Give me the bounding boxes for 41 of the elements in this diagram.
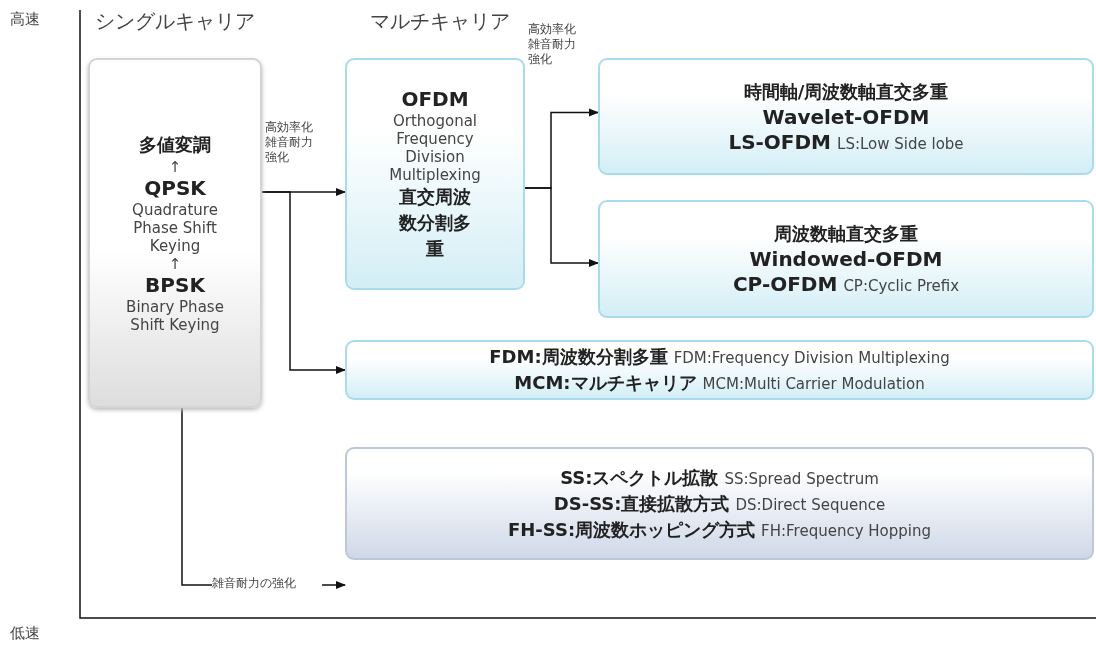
description-text: SS:Spread Spectrum: [724, 469, 879, 488]
up-arrow-text: ↑: [168, 158, 182, 176]
axis-label: 高速: [10, 10, 40, 29]
method-box: [598, 58, 1094, 175]
method-box: [598, 200, 1094, 318]
method-name: CP-OFDM: [732, 272, 838, 297]
column-heading: シングルキャリア: [95, 8, 255, 35]
method-box: [88, 58, 262, 408]
method-name: QPSK: [144, 176, 206, 201]
method-name: Wavelet-OFDM: [762, 104, 930, 130]
arrow: [261, 191, 346, 374]
description-text: FDM:Frequency Division Multiplexing: [673, 349, 950, 367]
method-name: FH-SS:周波数ホッピング方式: [507, 517, 756, 542]
method-name: 直交周波数分割多重: [398, 184, 472, 261]
method-name: BPSK: [145, 273, 205, 298]
method-name: Windowed-OFDM: [749, 247, 943, 272]
method-name: DS-SS:直接拡散方式: [553, 491, 730, 516]
method-name: OFDM: [401, 86, 469, 112]
method-name: FDM:周波数分割多重: [489, 345, 668, 369]
method-box: [345, 340, 1094, 400]
method-name: 時間軸/周波数軸直交多重: [743, 79, 949, 104]
method-box: [345, 58, 525, 290]
description-text: Binary Phase Shift Keying: [125, 298, 225, 334]
method-name: 周波数軸直交多重: [774, 222, 918, 246]
description-text: FH:Frequency Hopping: [761, 521, 932, 540]
up-arrow-text: ↑: [168, 255, 182, 273]
method-name: MCM:マルチキャリア: [514, 371, 697, 395]
method-name: SS:スペクトル拡散: [560, 465, 719, 490]
description-text: DS:Direct Sequence: [735, 495, 886, 514]
axis-label: 低速: [10, 624, 40, 643]
column-heading: マルチキャリア: [370, 8, 510, 35]
method-name: 多値変調: [139, 133, 211, 157]
description-text: Orthogonal Frequency Division Multiplexing: [388, 111, 482, 184]
edge-label: 雑音耐力の強化: [212, 576, 322, 591]
spread-spectrum-box: [345, 447, 1094, 560]
method-name: LS-OFDM: [728, 129, 832, 155]
arrow: [524, 187, 599, 267]
description-text: CP:Cyclic Prefix: [843, 277, 960, 295]
description-text: LS:Low Side lobe: [837, 134, 964, 153]
description-text: Quadrature Phase Shift Keying: [131, 201, 219, 255]
description-text: MCM:Multi Carrier Modulation: [702, 375, 925, 393]
